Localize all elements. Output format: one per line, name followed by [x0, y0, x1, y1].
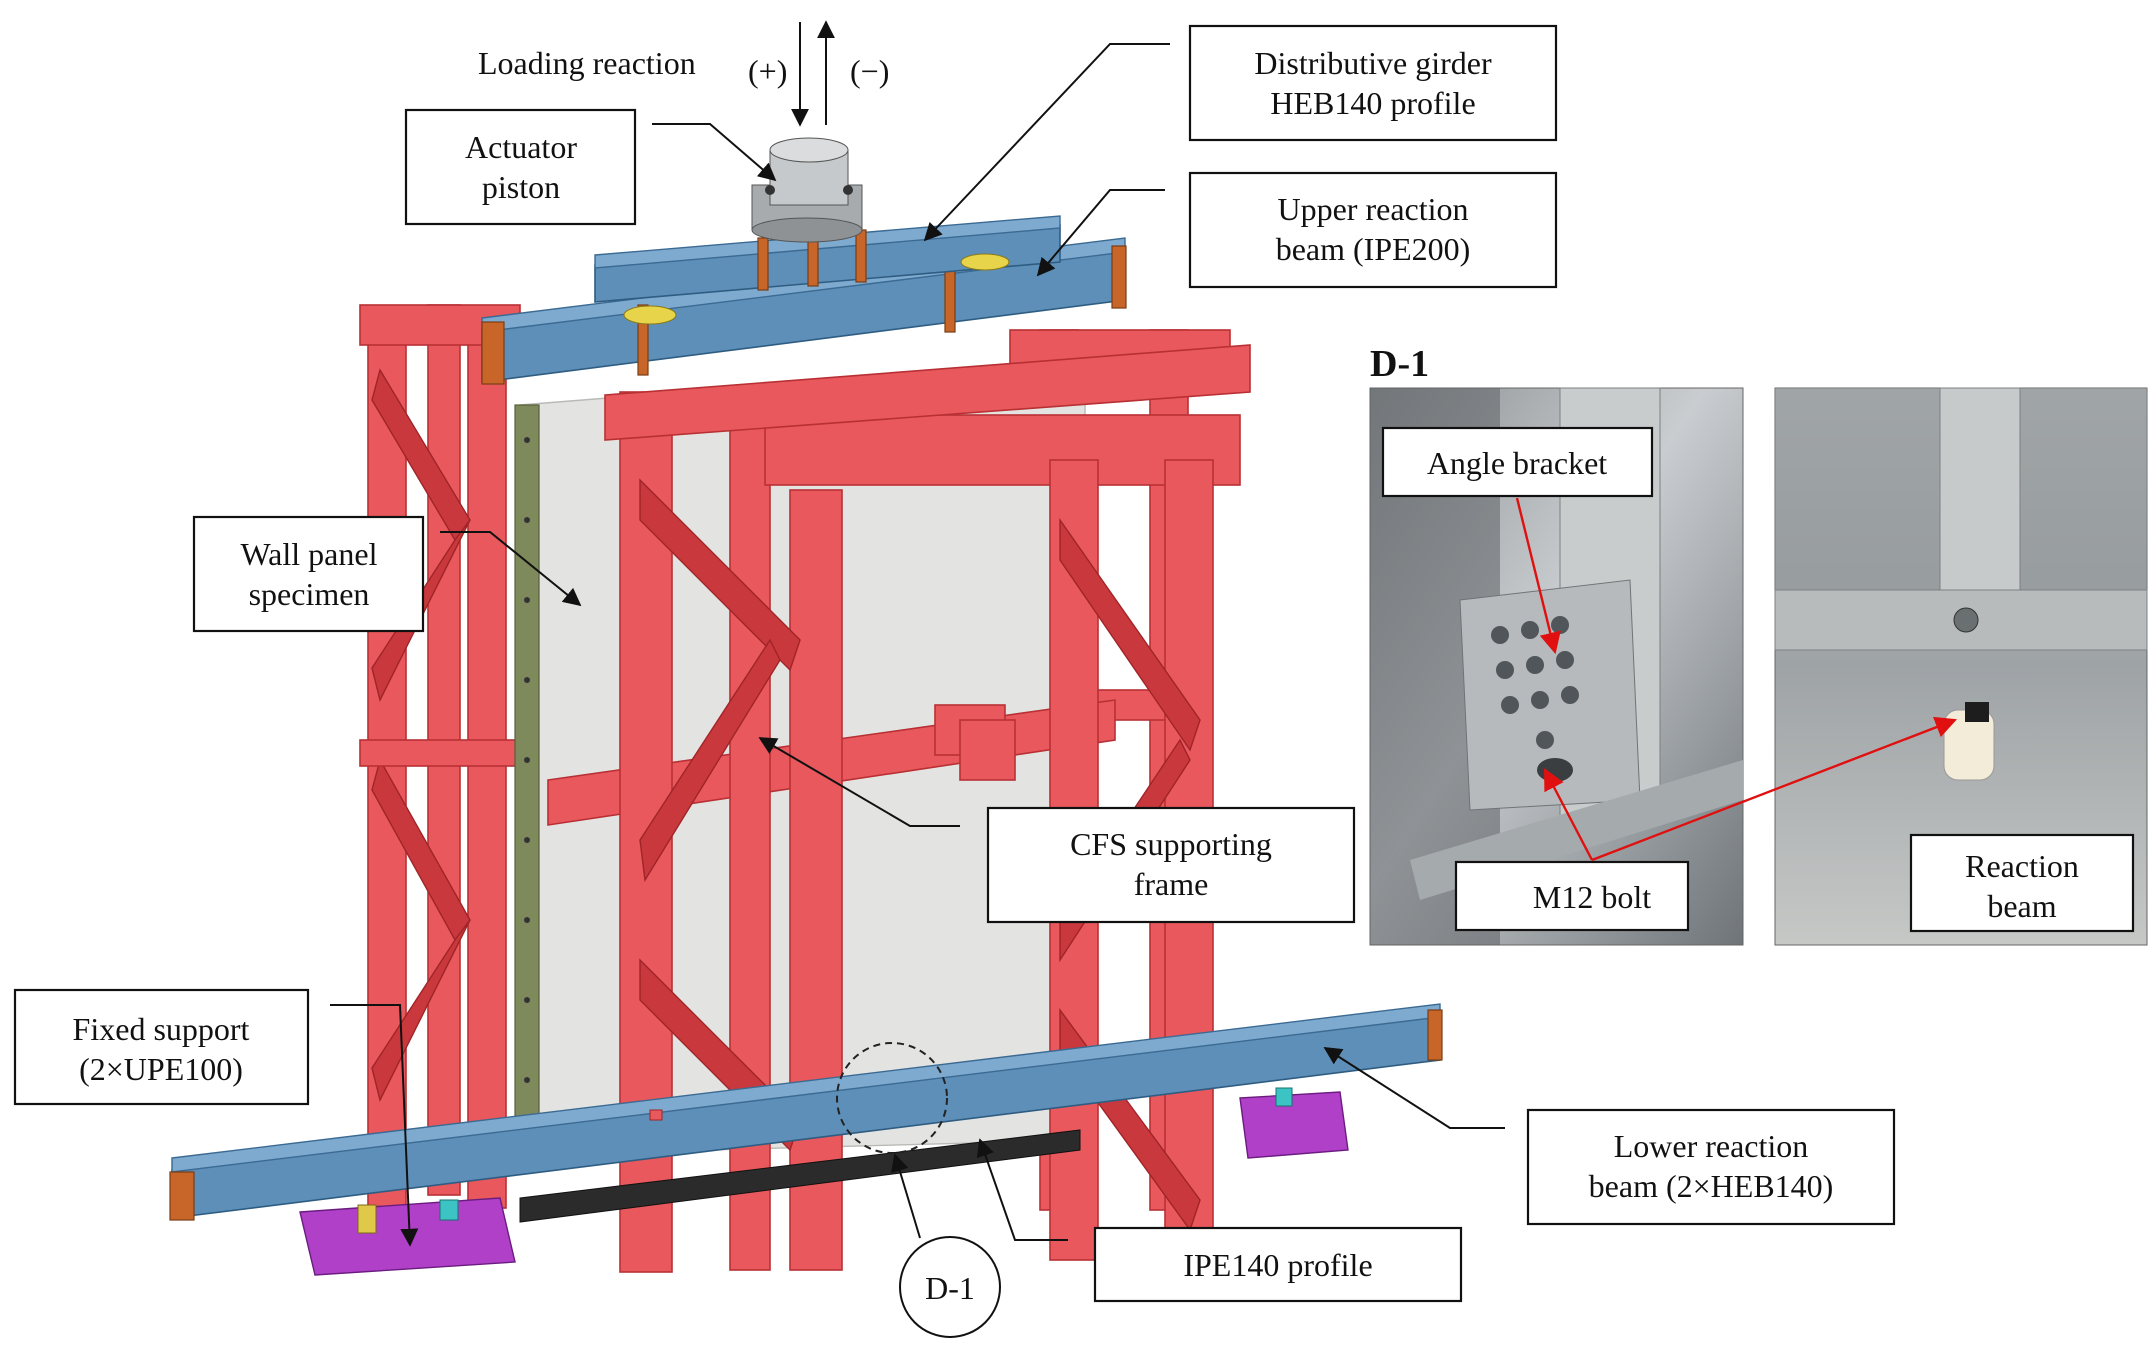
fixed-support-right [1239, 1087, 1349, 1159]
upper-beam-label-line1: Upper reaction [1277, 191, 1468, 227]
callout-wall-panel: Wall panel specimen [192, 515, 582, 633]
callout-m12-bolt: M12 bolt [1454, 716, 1958, 932]
callout-cfs-frame: CFS supporting frame [758, 737, 1356, 924]
cfs-frame-label-line1: CFS supporting [1070, 826, 1272, 862]
fixed-support-label-line2: (2×UPE100) [79, 1051, 243, 1087]
loading-reaction-label: Loading reaction [478, 45, 696, 81]
wall-panel-label-line2: specimen [249, 576, 370, 612]
angle-bracket-label: Angle bracket [1427, 445, 1607, 481]
dist-girder-label-line1: Distributive girder [1254, 45, 1492, 81]
panel-edge-stud [514, 404, 540, 1158]
d1-circle-label: D-1 [925, 1270, 975, 1306]
dist-girder-label-line2: HEB140 profile [1270, 85, 1475, 121]
callout-angle-bracket: Angle bracket [1381, 426, 1654, 655]
actuator-piston [751, 137, 863, 243]
callout-reaction-beam: Reaction beam [1909, 833, 2135, 933]
callout-distributive-girder: Distributive girder HEB140 profile [923, 24, 1558, 242]
d1-detail-circle [836, 1042, 948, 1154]
fixed-support-left [299, 1197, 516, 1276]
fixed-support-label-line1: Fixed support [73, 1011, 250, 1047]
d1-heading: D-1 [1370, 343, 1429, 385]
reaction-beam-label-line2: beam [1987, 888, 2056, 924]
lower-reaction-beam [169, 1003, 1443, 1221]
actuator-label-line1: Actuator [465, 129, 577, 165]
callout-actuator-piston: Actuator piston [404, 108, 777, 226]
actuator-label-line2: piston [482, 169, 560, 205]
ipe140-label: IPE140 profile [1183, 1247, 1372, 1283]
upper-beam-label-line2: beam (IPE200) [1276, 231, 1471, 267]
reaction-beam-label-line1: Reaction [1965, 848, 2079, 884]
distributive-girder [594, 215, 1061, 325]
callout-lower-reaction-beam: Lower reaction beam (2×HEB140) [1323, 1047, 1896, 1226]
lower-beam-label-line2: beam (2×HEB140) [1589, 1168, 1834, 1204]
callout-ipe140: IPE140 profile [976, 1138, 1463, 1303]
loading-direction-arrows [791, 20, 835, 127]
m12-bolt-label: M12 bolt [1533, 879, 1651, 915]
edge-stud-holes [524, 437, 530, 1083]
callout-upper-reaction-beam: Upper reaction beam (IPE200) [1036, 171, 1558, 289]
back-left-red-frame [359, 304, 521, 1229]
plus-sign-label: (+) [748, 53, 787, 89]
lower-beam-label-line1: Lower reaction [1614, 1128, 1809, 1164]
callout-fixed-support: Fixed support (2×UPE100) [13, 988, 419, 1247]
cfs-frame-label-line2: frame [1134, 866, 1209, 902]
test-rig-illustration [169, 137, 1443, 1276]
callout-d1: D-1 [891, 1153, 1001, 1338]
minus-sign-label: (−) [850, 53, 889, 89]
wall-panel-label-line1: Wall panel [241, 536, 378, 572]
